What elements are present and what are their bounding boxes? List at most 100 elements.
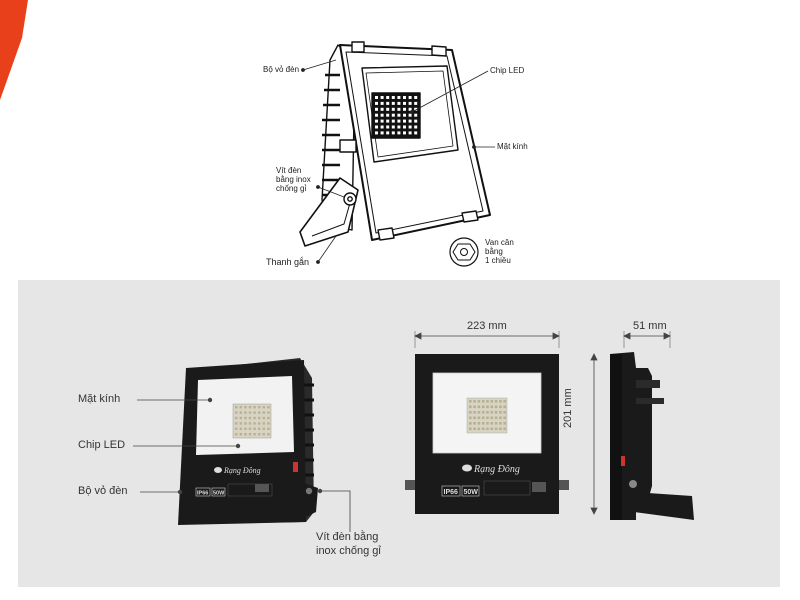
led-dot <box>386 107 390 111</box>
led-dot <box>403 113 406 117</box>
one-way-valve <box>449 237 479 267</box>
label-housing-bottom: Bộ vỏ đèn <box>78 485 128 497</box>
label-chip-led-bottom: Chip LED <box>78 439 126 451</box>
label-screw-bottom-line1: Vít đèn bằng <box>316 531 379 543</box>
brand-logo-text: Rạng Đông <box>223 466 261 475</box>
led-dot <box>473 427 476 431</box>
led-dot <box>481 411 485 414</box>
led-dot <box>408 96 412 99</box>
front-led-chip <box>466 397 508 434</box>
led-dot <box>267 416 270 420</box>
led-dot <box>391 101 395 105</box>
led-dot <box>248 406 252 409</box>
led-dot <box>494 411 498 414</box>
led-dot <box>258 411 261 414</box>
led-dot <box>408 131 412 135</box>
led-dot <box>391 119 395 123</box>
led-dot <box>408 107 412 111</box>
led-dot <box>414 96 418 99</box>
led-dot <box>391 131 395 135</box>
led-dot <box>414 125 418 129</box>
led-dot <box>499 411 502 414</box>
led-dot <box>375 107 378 111</box>
front-power-text: 50W <box>464 489 479 496</box>
led-dot <box>258 416 261 420</box>
led-dot <box>235 433 238 436</box>
product-photo-perspective: Rạng Đông IP66 50W <box>178 358 318 525</box>
led-dot <box>244 416 247 420</box>
glass-window-outline <box>361 65 459 163</box>
led-dot <box>403 131 406 135</box>
mounting-tab-bottom-left <box>377 227 395 241</box>
led-dot <box>403 125 406 129</box>
led-dot <box>262 433 265 436</box>
led-dot <box>375 113 378 117</box>
led-dot <box>469 411 472 414</box>
led-dot <box>397 101 401 105</box>
label-screw-top-line2: bằng inox <box>276 175 311 184</box>
led-dot <box>494 400 498 403</box>
led-dot <box>408 101 412 105</box>
led-dot <box>253 406 256 409</box>
label-glass-top: Mặt kính <box>497 142 528 151</box>
led-dot <box>469 416 472 420</box>
led-dot <box>490 400 494 403</box>
bottom-panel-background <box>18 280 780 587</box>
led-dot <box>481 405 485 409</box>
label-valve-top: Van cân bằng 1 chiều <box>485 238 514 265</box>
led-dot <box>391 96 395 99</box>
top-leader-lines <box>301 59 495 264</box>
led-dot <box>477 400 481 403</box>
mounting-tab-side-left <box>339 139 357 153</box>
led-dot <box>414 101 418 105</box>
front-ip-badge <box>441 485 461 497</box>
label-screw-top-line1: Vít đèn <box>276 166 302 175</box>
label-bracket-top: Thanh gắn <box>266 257 310 267</box>
front-spec-strip <box>483 480 531 496</box>
label-screw-bottom: Vít đèn bằng inox chống gỉ <box>316 530 381 558</box>
led-dot <box>262 411 265 414</box>
led-dot <box>403 96 406 99</box>
led-dot <box>235 411 238 414</box>
led-dot <box>499 405 502 409</box>
led-dot <box>380 113 384 117</box>
led-dot <box>391 125 395 129</box>
led-chip-grid <box>375 96 418 135</box>
led-dot <box>397 107 401 111</box>
led-dot <box>477 411 481 414</box>
led-dot <box>494 416 498 420</box>
mounting-bracket <box>299 177 359 247</box>
led-dot <box>477 416 481 420</box>
side-screw <box>629 480 637 488</box>
led-dot <box>239 422 242 425</box>
stainless-screw-center <box>347 196 353 202</box>
led-dot <box>235 422 238 425</box>
led-dot <box>469 405 472 409</box>
led-dot <box>239 416 242 420</box>
led-dot <box>386 131 390 135</box>
front-power-badge <box>461 485 480 497</box>
led-dot <box>253 411 256 414</box>
led-chip-board <box>371 92 421 139</box>
label-screw-top-line3: chống gỉ <box>276 184 307 193</box>
led-dot <box>397 119 401 123</box>
led-dot <box>490 416 494 420</box>
led-dot <box>380 101 384 105</box>
led-dot <box>258 406 261 409</box>
led-dot <box>244 433 247 436</box>
led-dot <box>380 96 384 99</box>
cert-badge <box>255 484 269 492</box>
led-dot <box>262 422 265 425</box>
dimension-width-label: 223 mm <box>467 320 507 332</box>
led-dot <box>473 400 476 403</box>
front-brand-logo-text: Rạng Đông <box>473 464 520 475</box>
led-dot <box>380 131 384 135</box>
led-dot <box>235 406 238 409</box>
led-dot <box>490 427 494 431</box>
led-dot <box>386 113 390 117</box>
front-side-tab-right <box>559 480 569 490</box>
led-dot <box>375 101 378 105</box>
led-dot <box>494 427 498 431</box>
led-dot <box>490 411 494 414</box>
